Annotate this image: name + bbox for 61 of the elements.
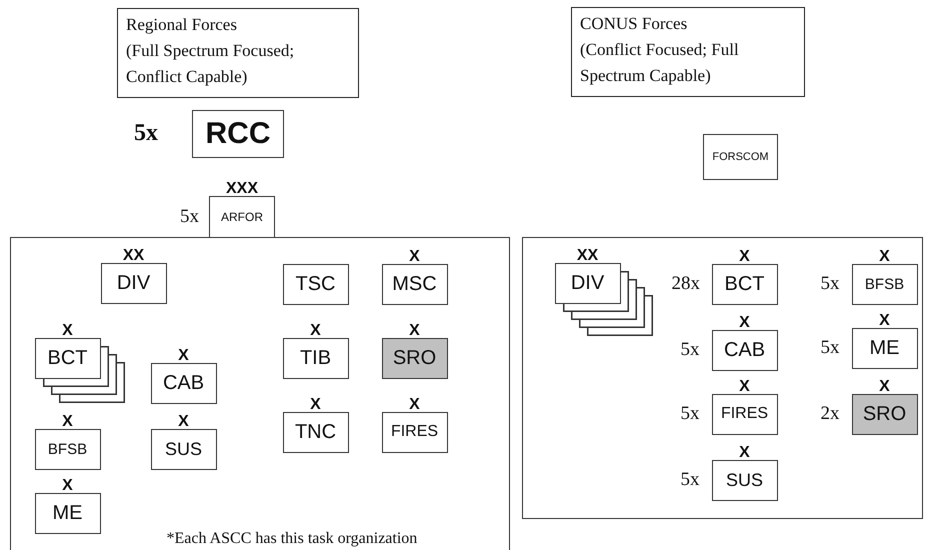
- unit-label: TSC: [296, 272, 336, 296]
- unit-label: FIRES: [390, 423, 438, 441]
- unit-label: MSC: [392, 272, 437, 296]
- echelon-mark: XX: [122, 248, 146, 262]
- echelon-mark: X: [309, 398, 322, 412]
- unit-label: BFSB: [864, 276, 904, 292]
- unit-label: CAB: [162, 372, 204, 394]
- echelon-mark: XX: [576, 248, 600, 262]
- heading-box: [117, 8, 359, 98]
- echelon-mark: X: [408, 250, 421, 264]
- unit-label: DIV: [116, 272, 150, 294]
- heading-box: [571, 7, 805, 97]
- echelon-mark: X: [738, 250, 751, 264]
- unit-label: SRO: [862, 402, 906, 426]
- unit-label: TNC: [294, 420, 336, 444]
- heading-text: Regional Forces: [126, 14, 238, 36]
- echelon-mark: X: [177, 414, 190, 428]
- unit-label: RCC: [206, 117, 270, 151]
- echelon-mark: X: [61, 478, 74, 492]
- multiplier-label: 5x: [680, 402, 700, 425]
- unit-label: FIRES: [720, 405, 768, 423]
- echelon-mark: X: [738, 446, 751, 460]
- multiplier-label: 5x: [680, 338, 700, 361]
- echelon-mark: X: [738, 380, 751, 394]
- description-text: (Full Spectrum Focused; Conflict Capable): [126, 40, 296, 88]
- heading-text: CONUS Forces: [580, 13, 688, 35]
- organization-panel: [10, 237, 510, 550]
- organization-panel: [522, 237, 923, 519]
- multiplier-label: 5x: [134, 120, 158, 147]
- multiplier-label: 5x: [680, 468, 700, 491]
- unit-label: ME: [52, 502, 82, 524]
- echelon-mark: X: [309, 324, 322, 338]
- unit-label: SUS: [164, 438, 202, 460]
- unit-label: SUS: [726, 470, 763, 490]
- echelon-mark: X: [408, 398, 421, 412]
- multiplier-label: 5x: [820, 272, 840, 295]
- unit-label: BCT: [48, 346, 88, 370]
- unit-label: SRO: [392, 346, 436, 370]
- multiplier-label: 2x: [820, 402, 840, 425]
- unit-label: FORSCOM: [712, 151, 769, 163]
- description-text: (Conflict Focused; Full Spectrum Capable): [580, 39, 740, 87]
- echelon-mark: XXX: [224, 182, 259, 196]
- unit-label: DIV: [570, 272, 604, 294]
- unit-label: CAB: [724, 338, 766, 362]
- unit-label: BCT: [724, 272, 764, 296]
- echelon-mark: X: [177, 348, 190, 362]
- echelon-mark: X: [408, 324, 421, 338]
- multiplier-label: 5x: [180, 206, 199, 228]
- echelon-mark: X: [878, 380, 891, 394]
- multiplier-label: 5x: [820, 336, 840, 359]
- echelon-mark: X: [738, 316, 751, 330]
- multiplier-label: 28x: [672, 272, 700, 295]
- unit-label: TIB: [300, 346, 332, 370]
- echelon-mark: X: [878, 314, 891, 328]
- echelon-mark: X: [878, 250, 891, 264]
- footnote: *Each ASCC has this task organization: [166, 530, 418, 548]
- echelon-mark: X: [61, 414, 74, 428]
- unit-label: ME: [870, 336, 900, 360]
- echelon-mark: X: [61, 324, 74, 338]
- unit-label: BFSB: [48, 440, 88, 458]
- unit-label: ARFOR: [221, 210, 263, 224]
